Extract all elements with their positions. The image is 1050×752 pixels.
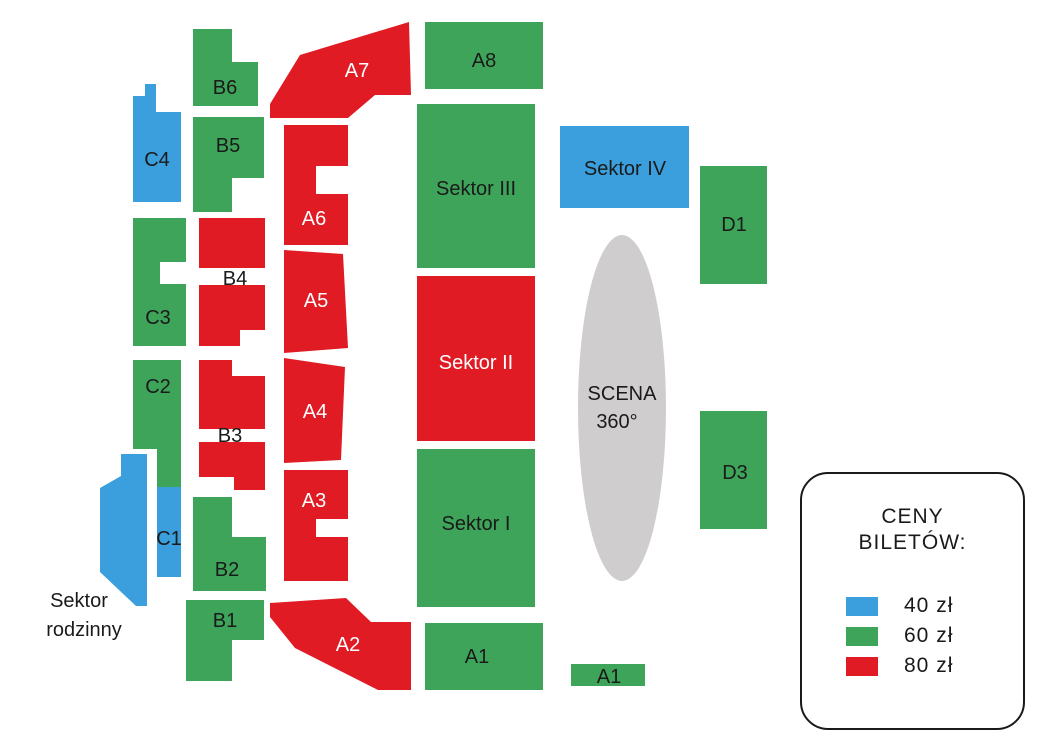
sector-iv-shape[interactable] [560, 126, 689, 208]
sector-d3-shape[interactable] [700, 411, 767, 529]
sector-b5-shape[interactable] [193, 117, 264, 212]
legend-price: 80 zł [904, 654, 954, 677]
sector-a8-shape[interactable] [425, 22, 543, 89]
sector-c2-shape[interactable] [133, 360, 181, 487]
legend-price: 40 zł [904, 594, 954, 617]
sector-c4-shape[interactable] [133, 84, 181, 202]
legend-price: 60 zł [904, 624, 954, 647]
sector-b1-shape[interactable] [186, 600, 264, 681]
sector-a1-small-shape[interactable] [571, 664, 645, 686]
sector-a7-shape[interactable] [270, 22, 411, 118]
sector-b3-lower-shape[interactable] [199, 442, 265, 490]
sector-rodzinny-label-line1: Sektor [50, 590, 108, 612]
sector-d1-shape[interactable] [700, 166, 767, 284]
sector-b3-upper-shape[interactable] [199, 360, 265, 429]
sector-c3-shape[interactable] [133, 218, 186, 346]
sector-a6-shape[interactable] [284, 125, 348, 245]
legend-swatch-green [846, 627, 878, 646]
sector-b6-shape[interactable] [193, 29, 258, 106]
sector-i-shape[interactable] [417, 449, 535, 607]
legend-swatch-red [846, 657, 878, 676]
legend-title-line1: CENY [881, 505, 944, 528]
stage-shape [578, 235, 666, 581]
legend-title-line2: BILETÓW: [858, 531, 967, 554]
sector-b2-shape[interactable] [193, 497, 266, 591]
sector-a5-shape[interactable] [284, 250, 348, 353]
sector-rodzinny-shape[interactable] [100, 454, 147, 606]
price-legend: CENY BILETÓW: 40 zł 60 zł 80 zł [800, 472, 1025, 730]
legend-item-80: 80 zł [846, 655, 1006, 677]
sector-ii-shape[interactable] [417, 276, 535, 441]
legend-title: CENY BILETÓW: [802, 504, 1023, 556]
sector-b4-upper-shape[interactable] [199, 218, 265, 268]
legend-swatch-blue [846, 597, 878, 616]
sector-b4-lower-shape[interactable] [199, 285, 265, 346]
sector-c1-shape[interactable] [157, 487, 181, 577]
sector-a2-shape[interactable] [270, 598, 411, 690]
legend-item-60: 60 zł [846, 625, 1006, 647]
sector-a3-shape[interactable] [284, 470, 348, 581]
legend-item-40: 40 zł [846, 595, 1006, 617]
sector-iii-shape[interactable] [417, 104, 535, 268]
sector-a4-shape[interactable] [284, 358, 345, 463]
sector-rodzinny-label-line2: rodzinny [46, 619, 122, 641]
sector-a1-main-shape[interactable] [425, 623, 543, 690]
